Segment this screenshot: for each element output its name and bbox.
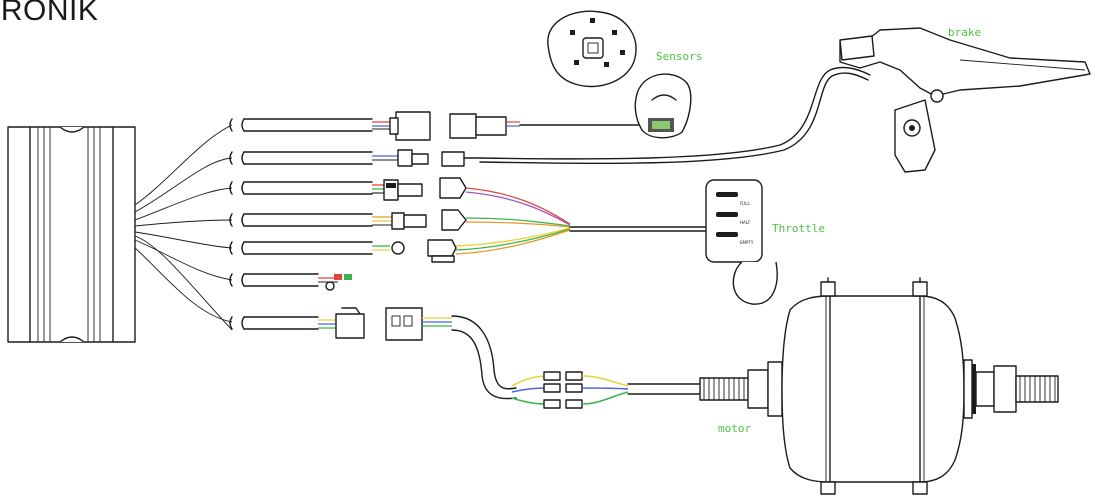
- throttle-indicator-full: FULL: [740, 201, 750, 206]
- cable-sleeves: [229, 118, 373, 330]
- controller-box: [7, 126, 136, 343]
- brake-connector: [372, 66, 871, 167]
- motor-connector: [318, 307, 517, 400]
- brand-title: TRONIK: [0, 0, 99, 27]
- throttle-connectors: [372, 177, 707, 263]
- motor-phase-wires: [511, 371, 705, 409]
- brake-label: brake: [948, 26, 981, 39]
- hub-motor: [699, 277, 1059, 495]
- throttle-indicator-half: HALF: [740, 220, 751, 225]
- throttle-unit: FULL HALF EMPTY: [705, 179, 778, 305]
- brake-lever: [839, 27, 1091, 173]
- controller-harness: [134, 124, 233, 331]
- throttle-label: Throttle: [772, 222, 825, 235]
- pedal-sensor: [547, 10, 692, 139]
- sensors-label: Sensors: [656, 50, 702, 63]
- ground-connector: [318, 274, 352, 291]
- sensor-connector: [372, 111, 641, 141]
- motor-label: motor: [718, 422, 751, 435]
- throttle-indicator-empty: EMPTY: [740, 240, 754, 245]
